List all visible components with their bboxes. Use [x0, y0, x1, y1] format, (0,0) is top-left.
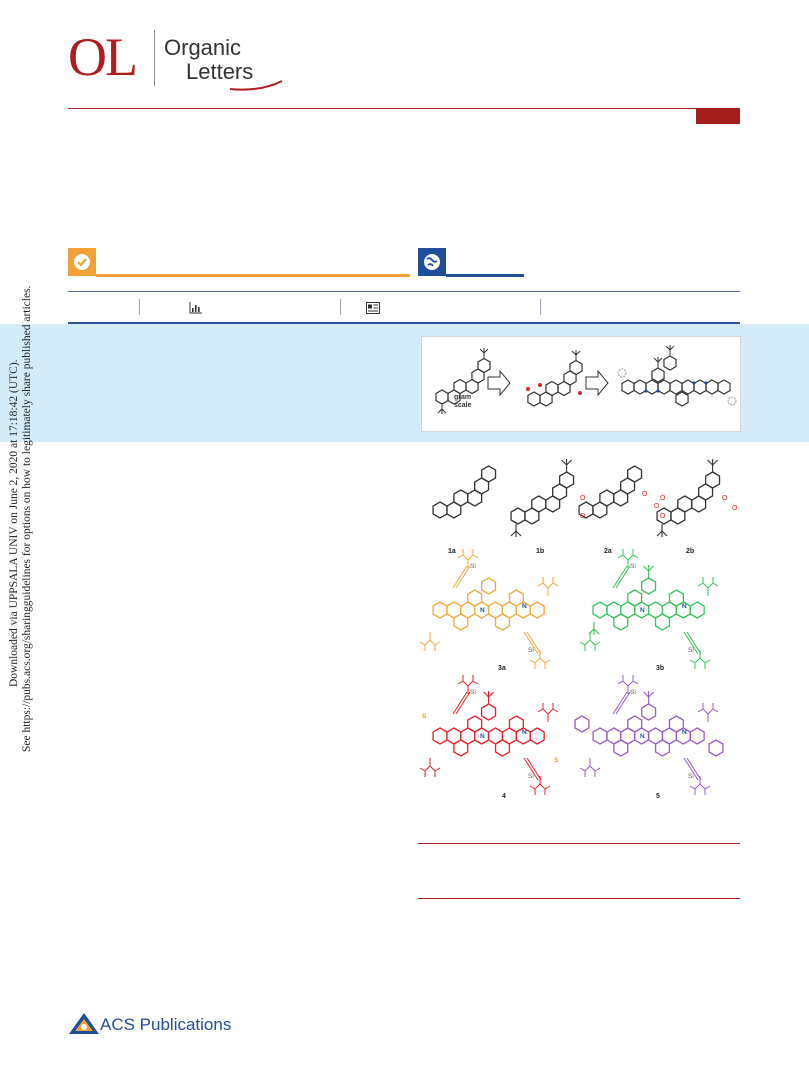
atom-label-si: Si: [630, 563, 636, 570]
metrics-bar-top-rule: [68, 291, 740, 292]
atom-label-o: O: [642, 491, 648, 498]
atom-label-o: O: [654, 503, 660, 510]
logo-divider: [154, 30, 155, 86]
open-access-badge[interactable]: [68, 248, 96, 276]
metrics-separator: [139, 299, 140, 315]
structure-3a: [420, 549, 558, 669]
compound-label: 3a: [498, 665, 506, 672]
compound-label: 1b: [536, 548, 544, 555]
compound-label: 2a: [604, 548, 612, 555]
article-icon[interactable]: [366, 302, 380, 314]
atom-label-n: N: [480, 607, 485, 614]
atom-label-si: Si: [688, 773, 694, 780]
toc-scale-label: gram: [454, 394, 471, 401]
structure-3b: [580, 549, 718, 669]
check-circle-icon: [74, 254, 90, 270]
structure-4: [420, 675, 558, 795]
metrics-separator: [540, 299, 541, 315]
atom-label-o: O: [732, 505, 738, 512]
atom-label-si: Si: [528, 773, 534, 780]
metrics-separator: [340, 299, 341, 315]
toc-graphic: gram scale: [421, 336, 741, 432]
atom-label-o: O: [580, 495, 586, 502]
structure-5: [574, 675, 724, 795]
compound-label: 1a: [448, 548, 456, 555]
figure-caption-rule: [418, 898, 740, 899]
open-access-badge-bar: [96, 274, 410, 277]
atom-label-n: N: [682, 729, 687, 736]
atom-label-o: O: [580, 513, 586, 520]
atom-label-si: Si: [528, 647, 534, 654]
atom-label-n: N: [522, 729, 527, 736]
acs-logo-icon: [69, 1013, 99, 1034]
logo-swoosh-icon: [230, 80, 283, 91]
atom-label-si: Si: [470, 689, 476, 696]
atom-label-n: N: [480, 733, 485, 740]
atom-label-n: N: [682, 603, 687, 610]
compound-label: 3b: [656, 665, 664, 672]
toc-scale-label: scale: [454, 402, 472, 409]
publisher-name: ACS Publications: [100, 1015, 232, 1034]
structures-figure: O O O O O O O O 1a 1b 2a 2b N N N N Si S…: [418, 458, 742, 804]
metrics-bar-bottom-rule: [68, 322, 740, 324]
compound-label: 2b: [686, 548, 694, 555]
globe-icon: [424, 254, 440, 270]
journal-name-line1: Organic: [164, 35, 242, 60]
compound-label: 4: [502, 793, 506, 800]
atom-label-o: O: [722, 495, 728, 502]
journal-name-line2: Letters: [186, 59, 254, 84]
compound-label: 5: [656, 793, 660, 800]
figure-caption-rule: [418, 843, 740, 844]
atom-label-s: S: [554, 757, 559, 764]
cite-badge-bar: [446, 274, 524, 277]
atom-label-o: O: [660, 513, 666, 520]
atom-label-n: N: [640, 607, 645, 614]
cite-badge[interactable]: [418, 248, 446, 276]
atom-label-n: N: [640, 733, 645, 740]
download-notice: Downloaded via UPPSALA UNIV on June 2, 2…: [8, 359, 20, 687]
arrow-right-icon: [585, 369, 609, 397]
arrow-right-icon: [487, 369, 511, 397]
atom-label-n: N: [522, 603, 527, 610]
header-tab: [696, 108, 740, 124]
sharing-guidelines-notice[interactable]: See https://pubs.acs.org/sharingguidelin…: [21, 285, 33, 752]
journal-logo-mark: OL: [68, 27, 138, 87]
bar-chart-icon[interactable]: [189, 302, 203, 314]
atom-label-o: O: [660, 495, 666, 502]
atom-label-si: Si: [688, 647, 694, 654]
header-rule: [68, 108, 740, 109]
atom-label-si: Si: [470, 563, 476, 570]
atom-label-si: Si: [630, 689, 636, 696]
atom-label-s: S: [422, 713, 427, 720]
